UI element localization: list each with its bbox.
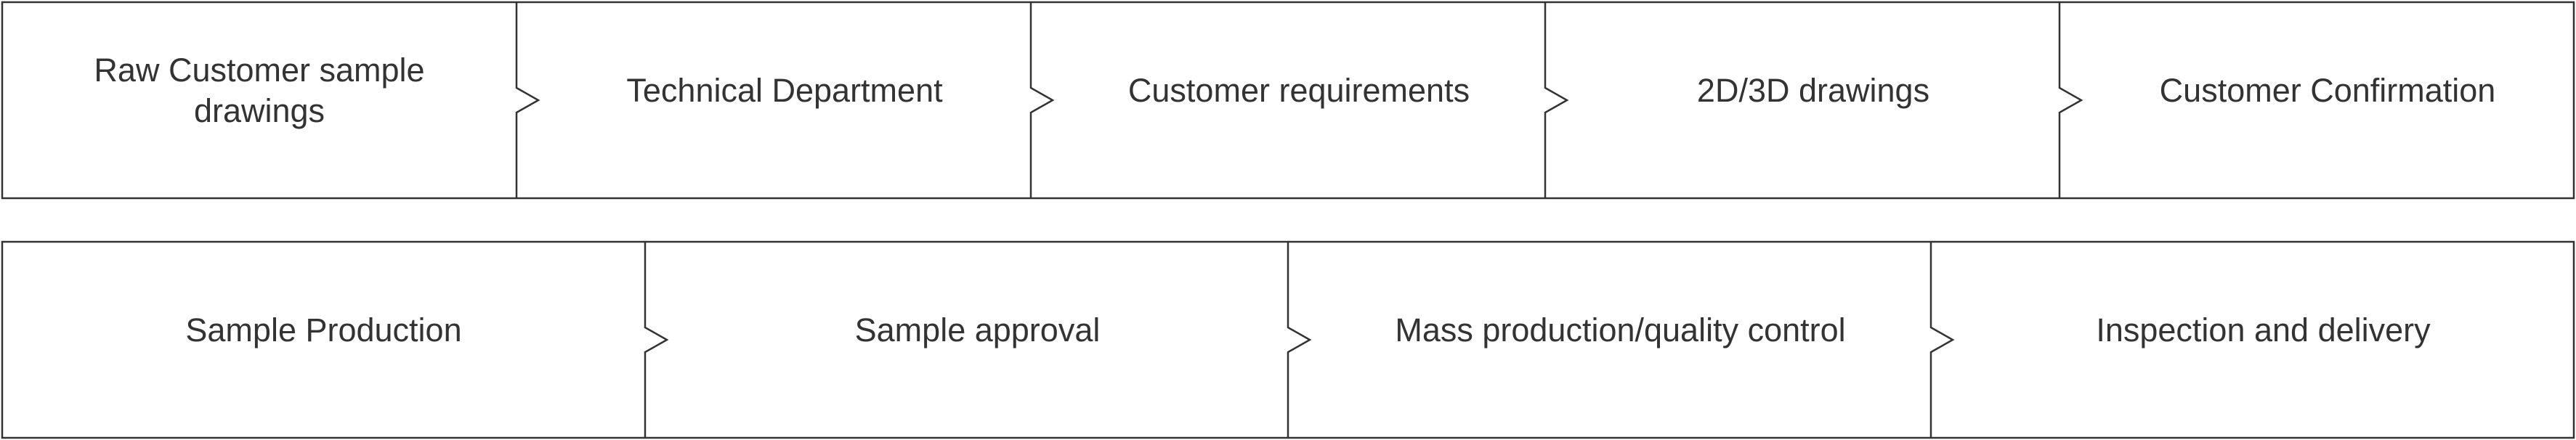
process-row-2: Sample Production Sample approval Mass pro… <box>1 240 2575 439</box>
step-label-line: Sample approval <box>855 311 1101 349</box>
step-label-line: drawings <box>194 92 325 129</box>
step-label: Mass production/quality control <box>1395 311 1845 349</box>
step-label-line: Mass production/quality control <box>1395 311 1845 349</box>
step-label: Customer requirements <box>1128 72 1470 109</box>
chevron-divider <box>1029 2 1055 198</box>
chevron-divider <box>1287 242 1312 438</box>
chevron-divider <box>644 242 669 438</box>
step-label: Technical Department <box>626 72 943 109</box>
chevron-divider <box>2058 2 2083 198</box>
step-label-line: 2D/3D drawings <box>1697 72 1929 109</box>
step-label: Sample approval <box>855 311 1101 349</box>
step-label-line: Customer Confirmation <box>2160 72 2496 109</box>
step-label-line: Raw Customer sample <box>94 52 424 89</box>
step-label-line: Sample Production <box>185 311 461 349</box>
step-label-line: Inspection and delivery <box>2096 311 2431 349</box>
chevron-divider <box>515 2 540 198</box>
row-frame <box>1 1 2575 200</box>
chevron-divider <box>1929 242 1955 438</box>
step-label-line: Customer requirements <box>1128 72 1470 109</box>
chevron-divider <box>1544 2 1569 198</box>
step-label-line: Technical Department <box>626 72 943 109</box>
step-label: 2D/3D drawings <box>1697 72 1929 109</box>
step-label: Customer Confirmation <box>2160 72 2496 109</box>
step-label: Sample Production <box>185 311 461 349</box>
step-label: Inspection and delivery <box>2096 311 2431 349</box>
